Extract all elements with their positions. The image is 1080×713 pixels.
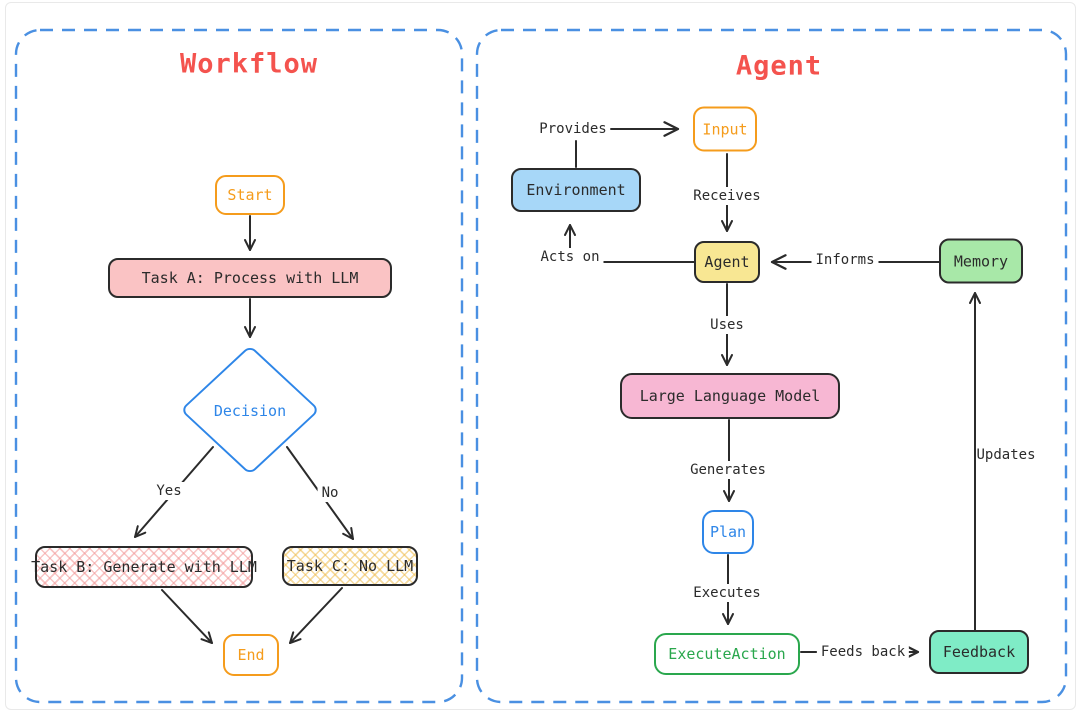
- edge-label-no: No: [317, 484, 343, 502]
- agent-panel-border: [475, 28, 1068, 704]
- node-task-c: Task C: No LLM: [282, 546, 418, 586]
- edge-label-feeds-back: Feeds back: [816, 643, 910, 661]
- edge-label-informs: Informs: [811, 251, 879, 269]
- workflow-panel-border: [14, 28, 464, 704]
- edge-label-generates: Generates: [686, 461, 770, 479]
- node-memory: Memory: [939, 238, 1023, 284]
- node-start: Start: [215, 175, 285, 215]
- edge-label-provides: Provides: [535, 120, 611, 138]
- edge-label-updates: Updates: [976, 447, 1036, 463]
- node-task-a: Task A: Process with LLM: [108, 258, 392, 298]
- edge-label-acts-on: Acts on: [536, 248, 604, 266]
- node-execute-action: ExecuteAction: [654, 633, 800, 675]
- edge-taskb-end: [161, 589, 213, 644]
- edge-label-receives: Receives: [689, 187, 765, 205]
- node-feedback: Feedback: [929, 630, 1029, 674]
- node-task-b: Task B: Generate with LLM: [31, 546, 257, 588]
- edge-label-yes: Yes: [152, 482, 186, 500]
- edge-taskc-end: [289, 587, 343, 644]
- agent-panel-title: Agent: [735, 50, 823, 82]
- node-llm: Large Language Model: [620, 373, 840, 419]
- node-environment: Environment: [511, 168, 641, 212]
- node-agent: Agent: [694, 241, 760, 283]
- node-input: Input: [693, 106, 757, 152]
- node-plan: Plan: [702, 510, 754, 554]
- edge-label-uses: Uses: [706, 316, 748, 334]
- node-decision-label: Decision: [213, 402, 287, 420]
- edge-label-executes: Executes: [689, 584, 765, 602]
- workflow-panel-title: Workflow: [179, 48, 319, 80]
- node-end: End: [223, 634, 279, 676]
